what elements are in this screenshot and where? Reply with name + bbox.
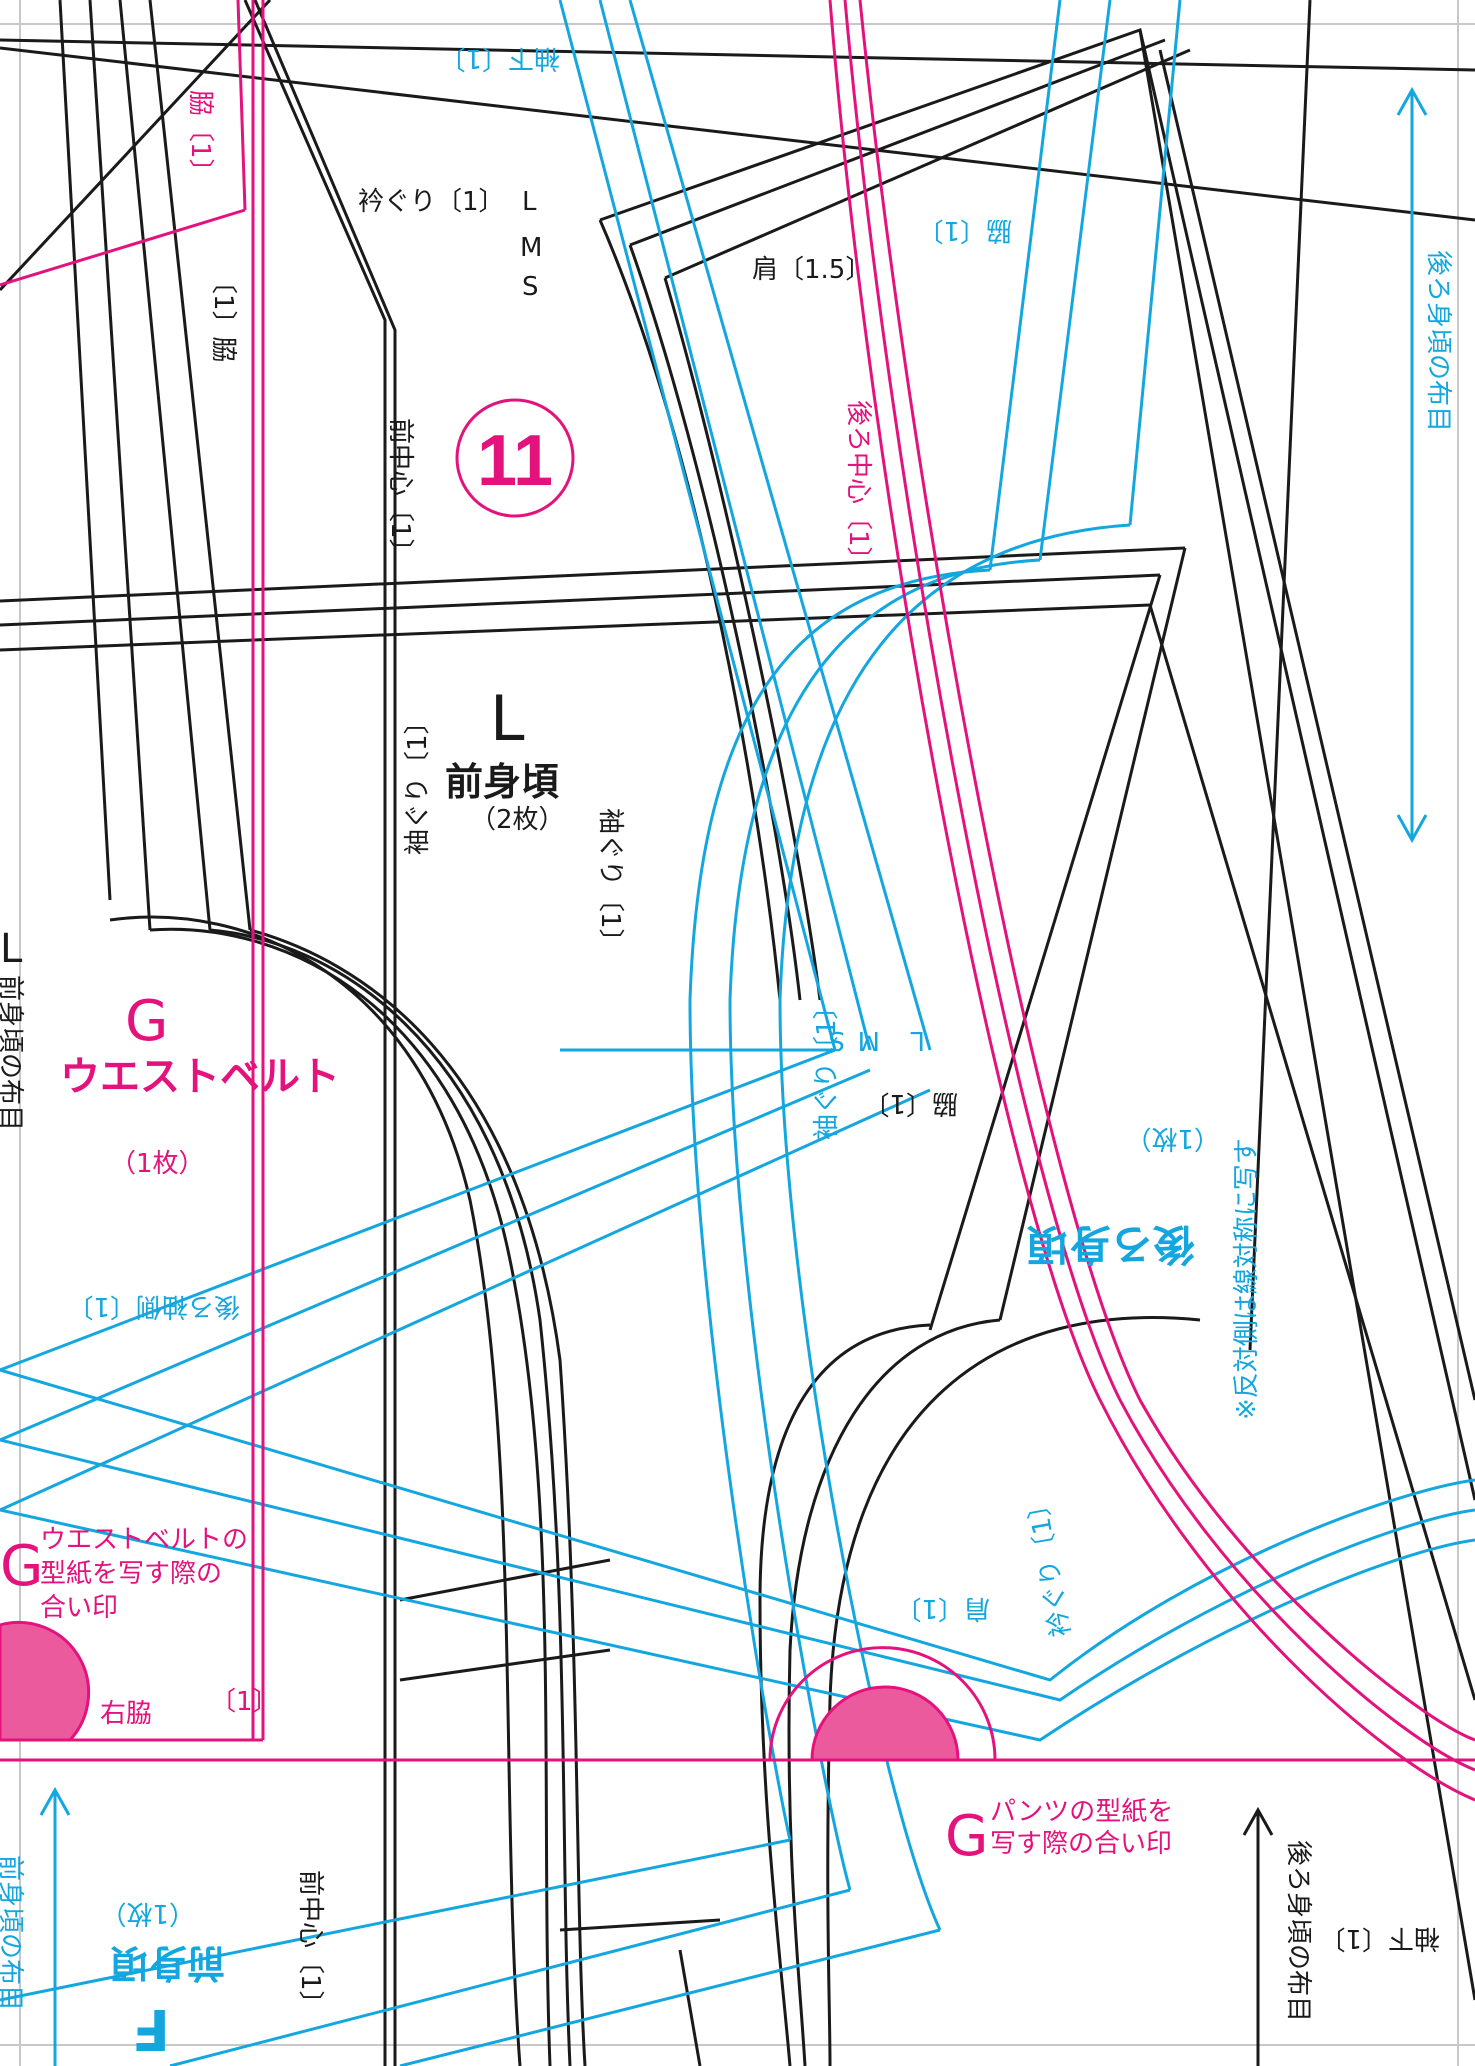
back-armhole-label: 袖ぐり〔1〕	[812, 993, 842, 1140]
side-label-front: 脇〔1〕	[863, 1088, 958, 1118]
back-sleeve-side: 後ろ袖側〔1〕	[67, 1291, 240, 1321]
pants-mark-line2: 写す際の合い印	[990, 1829, 1172, 1859]
match-mark-note-2: 型紙を写す際の	[40, 1559, 222, 1589]
back-grain-top: 後ろ身頃の布目	[1423, 250, 1453, 432]
front-bodice-size: L	[490, 682, 525, 755]
size-m-cyan: M	[858, 1025, 880, 1055]
front-bodice-name: 前身頃	[445, 760, 559, 804]
left-grain-size: L	[0, 926, 23, 972]
size-label-s: S	[522, 272, 539, 302]
sleeve-underarm-top: 袖下〔1〕	[439, 43, 560, 73]
waist-belt-count: （1枚）	[110, 1149, 205, 1179]
front-small-count: （1枚）	[100, 1898, 195, 1928]
center-back-label: 後ろ中心〔1〕	[843, 400, 873, 573]
match-mark-note-1: ウエストベルトの	[40, 1525, 248, 1555]
size-l-cyan: L	[910, 1025, 925, 1055]
front-small-grain: 前身頃の布目	[0, 1855, 25, 2011]
front-small-center: 前中心〔1〕	[295, 1870, 325, 2017]
size-s-cyan: S	[828, 1025, 845, 1055]
labels: L M S 衿ぐり〔1〕 肩〔1.5〕 L 前身頃 （2枚） 前中心〔1〕 袖ぐ…	[0, 43, 1453, 2061]
neckline-label: 衿ぐり〔1〕	[358, 187, 505, 217]
sleeve-underarm-bottom: 袖下〔1〕	[1319, 1923, 1440, 1953]
back-neckline-label: 衿ぐり〔1〕	[1022, 1489, 1077, 1639]
waist-belt-piece: G	[125, 989, 168, 1054]
back-grain-bottom: 後ろ身頃の布目	[1283, 1840, 1313, 2022]
front-bodice-count: （2枚）	[470, 805, 565, 835]
waist-belt-name: ウエストベルト	[60, 1054, 340, 1100]
front-small-piece: F	[132, 1996, 170, 2061]
magenta-pattern-lines	[0, 0, 1475, 1802]
page-number: 11	[477, 421, 553, 501]
pants-mark-piece: G	[945, 1804, 988, 1869]
arrow-up-icon	[39, 86, 1428, 1816]
size-label-m: M	[520, 233, 542, 263]
waist-belt-seam: 〔1〕	[210, 1687, 279, 1717]
match-mark-note-3: 合い印	[40, 1593, 118, 1623]
pants-mark-line1: パンツの型紙を	[990, 1797, 1173, 1827]
armhole-label: 袖ぐり〔1〕	[595, 808, 625, 955]
circle-badge-icon: 11	[455, 398, 575, 518]
front-armhole-rotated: 袖ぐり〔1〕	[403, 708, 433, 855]
center-front-label: 前中心〔1〕	[385, 418, 415, 565]
waist-belt-side: 右脇	[100, 1699, 152, 1729]
pants-match-mark	[810, 1685, 960, 1762]
back-bodice-count: （1枚）	[1125, 1123, 1220, 1153]
size-label-l: L	[522, 187, 537, 217]
back-shoulder-label: 肩〔1〕	[895, 1593, 990, 1623]
arrow-down-icon	[1242, 1806, 1274, 2066]
side-label-rotated: 〔1〕脇	[208, 268, 238, 363]
waist-belt-match-mark	[0, 1621, 91, 1742]
back-side-label-top: 脇〔1〕	[917, 215, 1012, 245]
back-bodice-title: 後ろ身頃	[1027, 1220, 1195, 1269]
back-bodice-note: ※反対側は線対称に写す	[1232, 1138, 1262, 1420]
side-label-pink: 脇〔1〕	[185, 90, 215, 185]
match-mark-piece: G	[0, 1534, 43, 1599]
shoulder-label: 肩〔1.5〕	[752, 255, 871, 285]
front-small-name: 前身頃	[111, 1941, 225, 1985]
left-grain-text: 前身頃の布目	[0, 975, 25, 1131]
